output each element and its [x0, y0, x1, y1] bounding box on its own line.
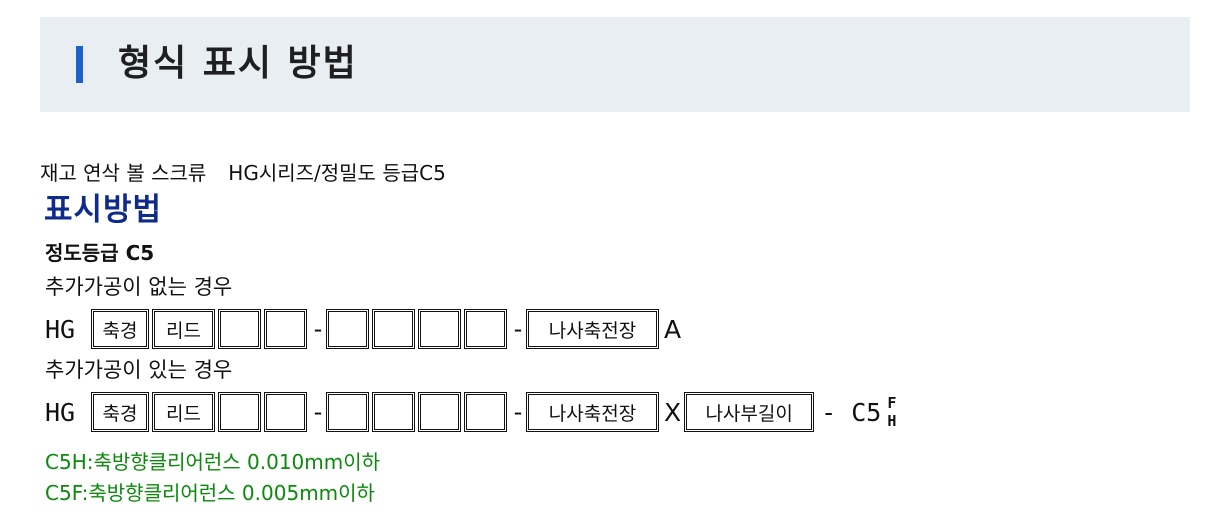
product-subtitle: 재고 연삭 볼 스크류 HG시리즈/정밀도 등급C5 [40, 159, 446, 187]
axis-diameter-box: 축경 [91, 392, 149, 432]
suffix-letter: A [664, 314, 682, 344]
header-band: 형식 표시 방법 [40, 17, 1190, 112]
blank-box [372, 309, 415, 349]
section-heading: 표시방법 [44, 192, 163, 228]
model-prefix: HG [45, 397, 76, 427]
lead-box: 리드 [152, 309, 215, 349]
subtitle-product: 재고 연삭 볼 스크류 [40, 161, 207, 185]
thread-part-length-box: 나사부길이 [684, 392, 815, 432]
case-without-label: 추가가공이 없는 경우 [45, 275, 233, 299]
page-title: 형식 표시 방법 [118, 43, 358, 84]
grade-suffix: - C5 [821, 397, 882, 427]
code-row-with: HG 축경 리드 - - 나사축전장 X 나사부길이 - C5 F H [45, 389, 896, 435]
note-c5f: C5F:축방향클리어런스 0.005mm이하 [45, 481, 375, 505]
blank-box [326, 309, 369, 349]
grade-label: 정도등급 C5 [45, 241, 155, 265]
thread-length-box: 나사축전장 [526, 392, 659, 432]
blank-box [326, 392, 369, 432]
model-prefix: HG [45, 314, 76, 344]
option-f: F [887, 394, 897, 412]
blank-box [264, 392, 307, 432]
dash: - [313, 398, 323, 426]
blank-box [464, 309, 507, 349]
option-stack: F H [887, 394, 896, 430]
dash: - [513, 315, 523, 343]
header-accent-bar [76, 46, 83, 83]
blank-box [218, 309, 261, 349]
blank-box [372, 392, 415, 432]
option-h: H [887, 412, 897, 430]
blank-box [418, 392, 461, 432]
case-with-label: 추가가공이 있는 경우 [45, 358, 233, 382]
x-letter: X [664, 397, 682, 427]
subtitle-series: HG시리즈/정밀도 등급C5 [228, 161, 446, 185]
blank-box [218, 392, 261, 432]
dash: - [313, 315, 323, 343]
thread-length-box: 나사축전장 [526, 309, 659, 349]
blank-box [264, 309, 307, 349]
axis-diameter-box: 축경 [91, 309, 149, 349]
dash: - [513, 398, 523, 426]
note-c5h: C5H:축방향클리어런스 0.010mm이하 [45, 450, 381, 474]
code-row-without: HG 축경 리드 - - 나사축전장 A [45, 306, 684, 352]
blank-box [464, 392, 507, 432]
blank-box [418, 309, 461, 349]
lead-box: 리드 [152, 392, 215, 432]
